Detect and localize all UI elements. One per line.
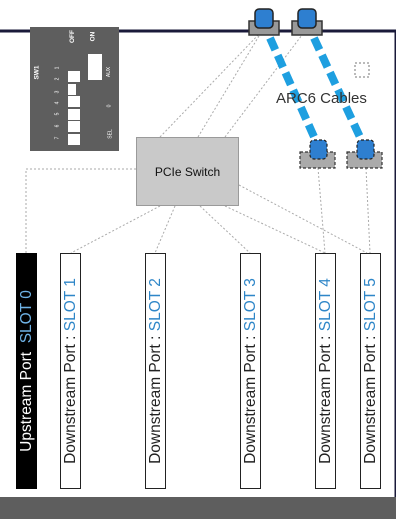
dip-toggle-aux[interactable] xyxy=(88,54,102,80)
slot-1-downstream: Downstream Port : SLOT 1 xyxy=(60,253,81,489)
switch-position-4: 4 xyxy=(54,101,61,105)
slot-5-separator: : xyxy=(361,331,379,345)
slot-3-number: SLOT 3 xyxy=(241,278,259,332)
switch-name-label: SW1 xyxy=(33,65,41,80)
top-connector-1 xyxy=(248,8,280,36)
slot-4-port-label: Downstream Port xyxy=(316,344,334,464)
slot-1-number: SLOT 1 xyxy=(61,278,79,332)
arc6-cables-label: ARC6 Cables xyxy=(276,90,367,107)
switch-on-label: ON xyxy=(89,31,97,42)
top-connector-2 xyxy=(291,8,323,36)
slot-1-port-label: Downstream Port xyxy=(61,344,79,464)
dip-switch-block: SW1 OFF ON 1 2 3 4 5 6 7 AUX SEL 0 xyxy=(30,27,119,151)
switch-side-label-zero: 0 xyxy=(106,104,113,108)
slot-0-upstream: Upstream Port SLOT 0 xyxy=(16,253,37,489)
slot-2-downstream: Downstream Port : SLOT 2 xyxy=(145,253,166,489)
switch-side-label-sel: SEL xyxy=(107,129,114,139)
slot-5-number: SLOT 5 xyxy=(361,278,379,332)
slot-5-port-label: Downstream Port xyxy=(361,344,379,464)
slot-3-downstream: Downstream Port : SLOT 3 xyxy=(240,253,261,489)
board-bottom-edge xyxy=(0,497,396,519)
switch-position-3: 3 xyxy=(54,90,61,94)
slot-0-port-label: Upstream Port xyxy=(17,351,35,452)
pcie-switch-box: PCIe Switch xyxy=(136,137,239,206)
lower-connector-1 xyxy=(299,139,336,169)
slot-2-separator: : xyxy=(146,331,164,345)
empty-socket-marker xyxy=(354,62,370,78)
switch-position-1: 1 xyxy=(54,66,61,70)
switch-position-6: 6 xyxy=(54,124,61,128)
slot-0-number: SLOT 0 xyxy=(17,290,35,344)
switch-position-7: 7 xyxy=(54,136,61,140)
dip-toggle-5[interactable] xyxy=(68,121,80,132)
slot-4-downstream: Downstream Port : SLOT 4 xyxy=(315,253,336,489)
pcie-switch-label: PCIe Switch xyxy=(154,164,221,179)
dip-toggle-2[interactable] xyxy=(68,84,76,95)
arc6-cable-1 xyxy=(266,36,323,150)
dip-toggle-1[interactable] xyxy=(68,71,80,82)
arc6-cable-2 xyxy=(310,36,370,152)
dip-toggle-4[interactable] xyxy=(68,109,80,120)
switch-side-label-aux: AUX xyxy=(106,66,113,78)
lower-connector-2 xyxy=(346,139,383,169)
dip-toggle-6[interactable] xyxy=(68,134,80,145)
switch-position-5: 5 xyxy=(54,112,61,116)
slot-2-port-label: Downstream Port xyxy=(146,344,164,464)
slot-1-separator: : xyxy=(61,331,79,345)
switch-off-label: OFF xyxy=(69,30,76,43)
dotted-links xyxy=(25,30,371,254)
slot-4-separator: : xyxy=(316,331,334,345)
slot-3-port-label: Downstream Port xyxy=(241,344,259,464)
slot-2-number: SLOT 2 xyxy=(146,278,164,332)
dip-toggle-3[interactable] xyxy=(68,96,80,107)
slot-4-number: SLOT 4 xyxy=(316,278,334,332)
slot-3-separator: : xyxy=(241,331,259,345)
slot-5-downstream: Downstream Port : SLOT 5 xyxy=(360,253,381,489)
switch-position-2: 2 xyxy=(54,77,61,81)
